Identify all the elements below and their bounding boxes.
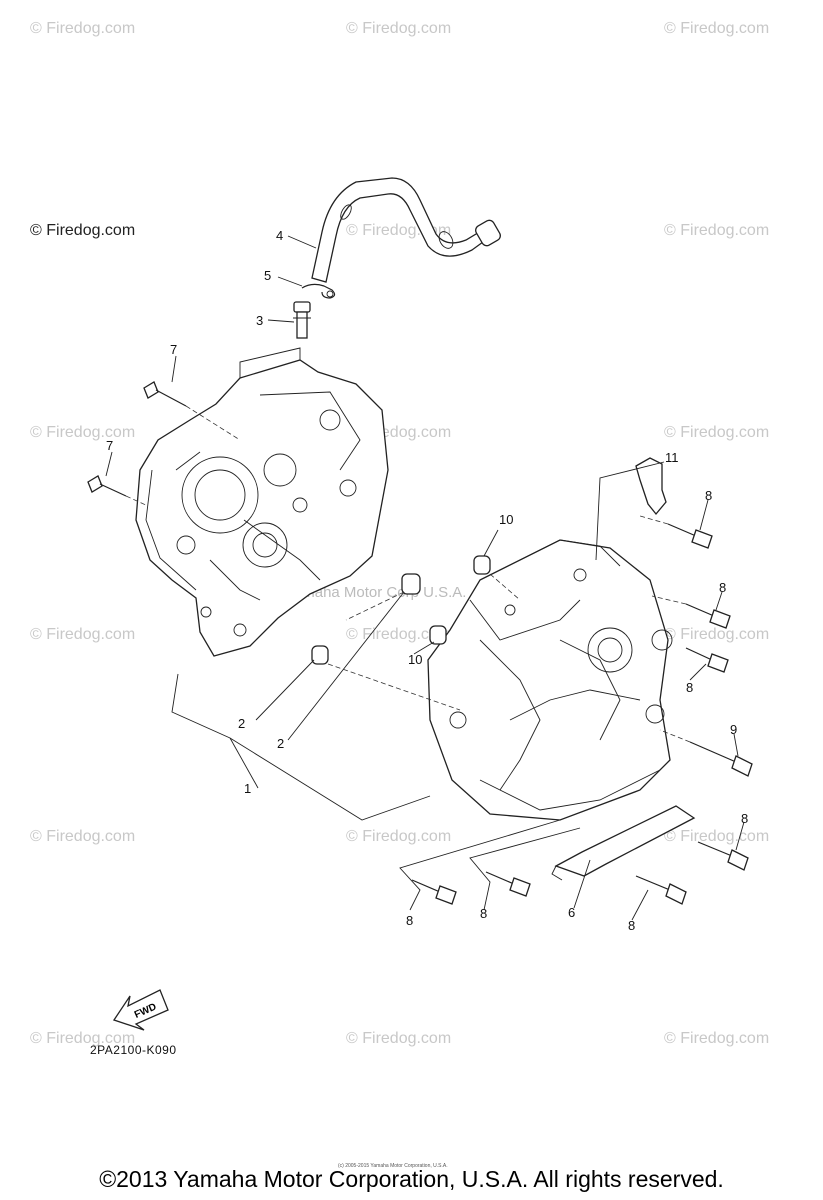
copyright-small: (c) 2005-2015 Yamaha Motor Corporation, …	[338, 1163, 448, 1169]
watermark-center: Yamaha Motor Corp U.S.A.	[285, 584, 467, 601]
dowel-pins	[311, 555, 491, 665]
callout-number: 3	[256, 313, 263, 328]
callout-number: 10	[499, 512, 513, 527]
callout-number: 8	[686, 680, 693, 695]
callout-number: 7	[106, 438, 113, 453]
callout-number: 8	[480, 906, 487, 921]
breather-hose	[311, 177, 501, 283]
breather-fitting	[293, 301, 311, 339]
left-crankcase-half	[135, 347, 389, 657]
callout-number: 4	[276, 228, 283, 243]
bracket	[635, 457, 667, 516]
callout-number: 6	[568, 905, 575, 920]
watermark: © Firedog.com	[30, 626, 136, 643]
watermark: © Firedog.com	[30, 424, 136, 441]
callout-number: 8	[705, 488, 712, 503]
hose-clip	[301, 283, 336, 299]
callout-number: 8	[628, 918, 635, 933]
callout-number: 7	[170, 342, 177, 357]
watermark: © Firedog.com	[664, 1030, 770, 1047]
watermark: © Firedog.com	[664, 626, 770, 643]
watermark: © Firedog.com	[346, 20, 452, 37]
callout-number: 9	[730, 722, 737, 737]
watermark: © Firedog.com	[30, 20, 136, 37]
callout-number: 10	[408, 652, 422, 667]
right-crankcase-half	[427, 539, 673, 821]
watermark: © Firedog.com	[664, 20, 770, 37]
callout-number: 2	[277, 736, 284, 751]
watermark: © Firedog.com	[346, 1030, 452, 1047]
guide-plate	[551, 805, 696, 881]
callout-number: 5	[264, 268, 271, 283]
watermark: © Firedog.com	[30, 1030, 136, 1047]
watermark-dark: © Firedog.com	[30, 222, 136, 239]
watermark: © Firedog.com	[664, 828, 770, 845]
callout-number: 2	[238, 716, 245, 731]
watermark: © Firedog.com	[664, 222, 770, 239]
callouts: 1 2 2 3 4 5 6 7 7 8 8 8 8 8 8 8 9 10 10 …	[106, 228, 748, 933]
watermark: © Firedog.com	[346, 828, 452, 845]
watermark: © Firedog.com	[346, 626, 452, 643]
watermark: © Firedog.com	[30, 828, 136, 845]
bolts	[87, 381, 753, 905]
watermark: © Firedog.com	[664, 424, 770, 441]
leader-lines	[105, 235, 745, 921]
copyright-footer: ©2013 Yamaha Motor Corporation, U.S.A. A…	[99, 1166, 724, 1192]
callout-number: 8	[406, 913, 413, 928]
callout-number: 8	[741, 811, 748, 826]
callout-number: 1	[244, 781, 251, 796]
callout-number: 11	[665, 450, 679, 465]
fwd-arrow-icon: FWD	[112, 989, 169, 1031]
callout-number: 8	[719, 580, 726, 595]
diagram-code: 2PA2100-K090	[90, 1043, 177, 1057]
